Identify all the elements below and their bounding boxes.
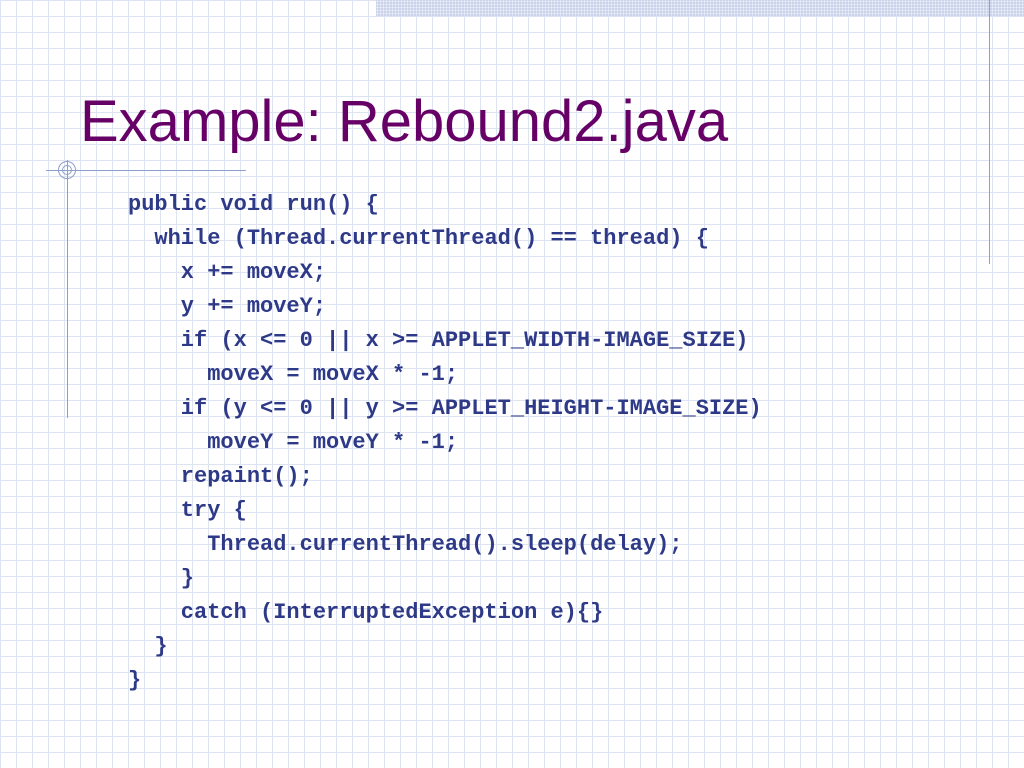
code-line: } xyxy=(128,668,142,693)
code-line: repaint(); xyxy=(128,464,313,489)
left-vertical-rule xyxy=(67,160,68,418)
code-line: if (x <= 0 || x >= APPLET_WIDTH-IMAGE_SI… xyxy=(128,328,749,353)
title-underline-rule xyxy=(46,170,246,171)
code-line: moveY = moveY * -1; xyxy=(128,430,459,455)
right-vertical-rule xyxy=(989,0,990,264)
code-line: Thread.currentThread().sleep(delay); xyxy=(128,532,683,557)
code-line: try { xyxy=(128,498,247,523)
code-line: moveX = moveX * -1; xyxy=(128,362,459,387)
crosshair-inner-circle-icon xyxy=(62,165,72,175)
code-line: if (y <= 0 || y >= APPLET_HEIGHT-IMAGE_S… xyxy=(128,396,762,421)
slide-title: Example: Rebound2.java xyxy=(80,89,729,154)
code-line: catch (InterruptedException e){} xyxy=(128,600,604,625)
code-line: y += moveY; xyxy=(128,294,327,319)
code-line: public void run() { xyxy=(128,192,379,217)
code-line: } xyxy=(128,634,168,659)
code-line: x += moveX; xyxy=(128,260,327,285)
code-line: while (Thread.currentThread() == thread)… xyxy=(128,226,709,251)
crosshair-circle-icon xyxy=(58,161,76,179)
top-dotted-band xyxy=(376,0,1024,16)
code-line: } xyxy=(128,566,195,591)
code-block: public void run() { while (Thread.curren… xyxy=(128,188,762,698)
